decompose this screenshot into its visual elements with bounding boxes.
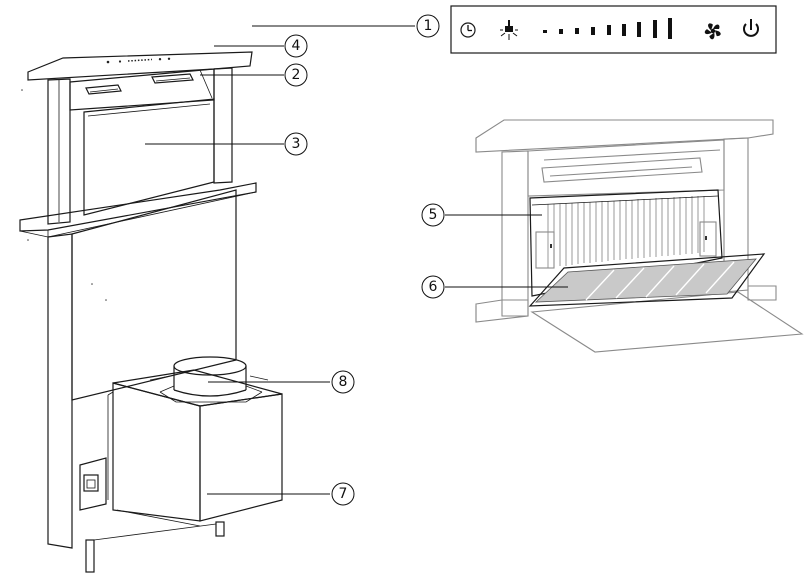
duct-collar bbox=[149, 356, 269, 403]
light-icon bbox=[500, 20, 518, 40]
fan-icon bbox=[704, 23, 721, 40]
speed-level-bars bbox=[543, 18, 672, 39]
filter-frame bbox=[529, 189, 723, 297]
open-door bbox=[530, 291, 804, 353]
filter-panel-glare bbox=[585, 261, 735, 301]
speed-level-2 bbox=[559, 29, 563, 34]
callout-8: 8 bbox=[331, 370, 355, 394]
svg-text:8: 8 bbox=[339, 374, 348, 390]
control-panel bbox=[450, 5, 777, 54]
speed-level-5 bbox=[607, 25, 611, 35]
lid-controls bbox=[106, 57, 171, 64]
speed-level-1 bbox=[543, 30, 547, 33]
light-left bbox=[85, 84, 122, 95]
svg-text:4: 4 bbox=[292, 38, 301, 54]
motor-box-top bbox=[112, 369, 283, 407]
callout-1: 1 bbox=[416, 14, 440, 38]
filter-assembly-illustration bbox=[475, 119, 804, 353]
callout-3: 3 bbox=[284, 132, 308, 156]
filter-slats bbox=[547, 196, 705, 268]
svg-text:7: 7 bbox=[339, 486, 348, 502]
timer-icon bbox=[460, 22, 476, 38]
callout-2: 2 bbox=[284, 63, 308, 87]
svg-text:1: 1 bbox=[424, 18, 433, 34]
light-right bbox=[151, 73, 194, 84]
speed-level-7 bbox=[637, 22, 641, 37]
leader-lines bbox=[145, 25, 568, 495]
filter-panel bbox=[528, 253, 766, 307]
callout-4: 4 bbox=[284, 34, 308, 58]
speed-level-9 bbox=[668, 18, 672, 39]
downdraft-hood-illustration bbox=[19, 51, 283, 573]
callout-6: 6 bbox=[421, 275, 445, 299]
svg-text:3: 3 bbox=[292, 136, 301, 152]
speed-level-4 bbox=[591, 27, 595, 35]
svg-text:6: 6 bbox=[429, 279, 438, 295]
front-panel bbox=[83, 98, 215, 216]
speed-level-8 bbox=[653, 20, 657, 38]
svg-text:5: 5 bbox=[429, 207, 438, 223]
speed-level-3 bbox=[575, 28, 579, 34]
callout-7: 7 bbox=[331, 482, 355, 506]
motor-box-front bbox=[112, 382, 201, 522]
power-icon bbox=[743, 19, 759, 37]
svg-text:2: 2 bbox=[292, 67, 301, 83]
motor-box-side bbox=[199, 393, 283, 522]
callout-5: 5 bbox=[421, 203, 445, 227]
speed-level-6 bbox=[622, 24, 626, 36]
